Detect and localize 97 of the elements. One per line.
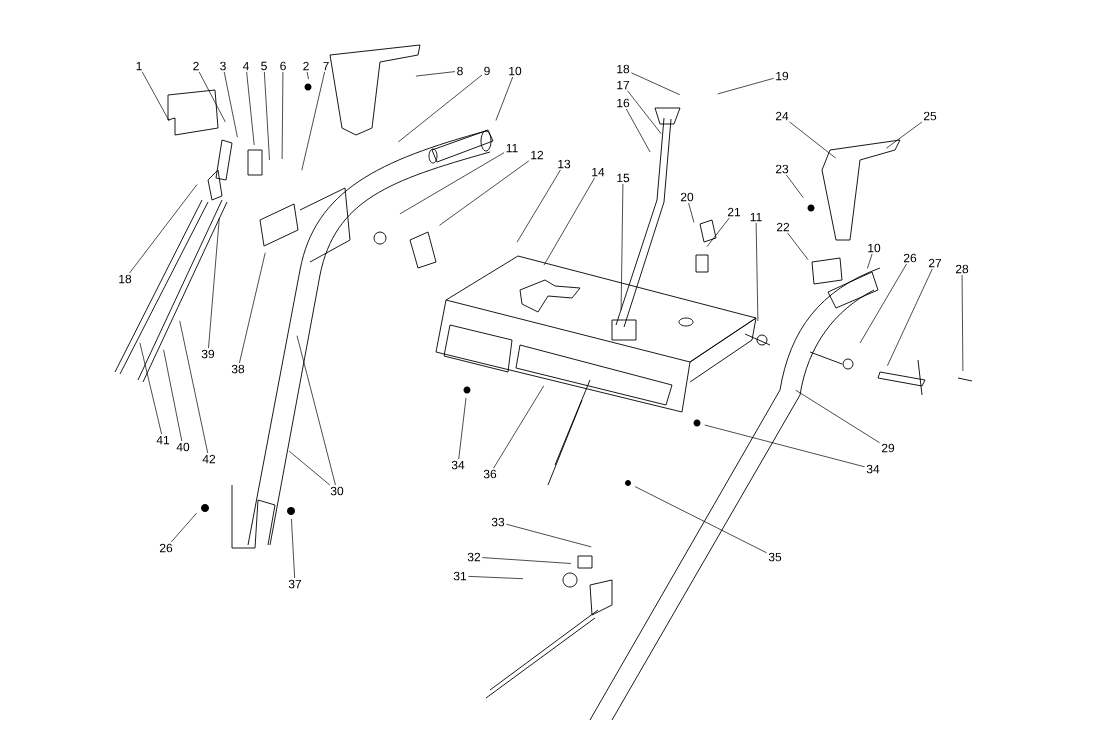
leader-line	[506, 523, 592, 548]
leader-line	[859, 263, 907, 344]
leader-line	[163, 349, 183, 442]
leader-line	[620, 183, 624, 311]
leader-line	[198, 71, 226, 123]
callout-number: 13	[558, 159, 571, 169]
leader-line	[397, 74, 483, 143]
callout-number: 16	[617, 98, 630, 108]
leader-line	[789, 121, 837, 159]
callout-number: 21	[727, 207, 741, 217]
callout-number: 27	[928, 258, 942, 268]
leader-line	[688, 202, 695, 223]
callout-number: 38	[231, 364, 245, 374]
leader-line	[634, 486, 767, 554]
leader-line	[468, 576, 524, 580]
leader-line	[627, 90, 662, 135]
callout-number: 11	[506, 143, 518, 153]
leader-line	[179, 320, 209, 454]
leader-line	[961, 274, 964, 372]
leader-line	[301, 71, 325, 171]
leader-line	[291, 518, 296, 579]
leader-line	[717, 78, 774, 95]
callout-number: 11	[750, 212, 762, 222]
callout-number: 2	[193, 61, 199, 71]
callout-number: 41	[156, 435, 170, 445]
callout-number: 34	[866, 464, 880, 474]
leader-line	[170, 512, 198, 543]
leader-line	[704, 424, 865, 468]
leader-line	[246, 71, 255, 146]
callout-number: 34	[451, 460, 465, 470]
callout-number: 1	[136, 61, 142, 71]
leader-line	[543, 177, 595, 266]
leader-line	[625, 108, 651, 153]
leader-line	[264, 71, 270, 161]
callout-number: 17	[617, 80, 630, 90]
callout-number: 39	[201, 349, 215, 359]
leader-line	[516, 169, 561, 243]
callout-number: 40	[176, 442, 190, 452]
leader-line	[867, 253, 873, 269]
callout-number: 14	[592, 167, 605, 177]
leader-line	[886, 121, 923, 149]
leader-line	[458, 397, 467, 460]
callout-number: 20	[680, 192, 694, 202]
leader-line	[281, 71, 284, 160]
leader-line	[795, 389, 880, 444]
callout-number: 9	[484, 66, 490, 76]
leader-line	[631, 72, 681, 96]
callout-number: 22	[776, 222, 790, 232]
leader-line	[787, 232, 809, 261]
callout-number: 33	[491, 517, 505, 527]
callout-number: 2	[303, 61, 309, 71]
callout-number: 37	[288, 579, 302, 589]
callout-number: 8	[457, 66, 463, 76]
callout-number: 10	[868, 243, 881, 253]
callout-number: 26	[159, 543, 173, 553]
leader-line	[399, 152, 505, 215]
callout-number: 12	[531, 150, 544, 160]
leader-line	[139, 342, 162, 435]
leader-line	[439, 160, 530, 226]
leader-line	[208, 217, 220, 349]
leader-line	[239, 252, 266, 364]
leader-line	[755, 222, 759, 322]
callout-number: 26	[903, 253, 917, 263]
callout-number: 32	[467, 552, 481, 562]
callout-number: 30	[330, 486, 344, 496]
callout-number: 18	[617, 64, 630, 74]
callout-number: 24	[775, 111, 789, 121]
callout-number: 18	[119, 274, 132, 284]
callout-number: 19	[776, 71, 789, 81]
leader-line	[129, 184, 198, 274]
callout-number: 4	[242, 61, 249, 71]
leader-line	[786, 174, 804, 198]
callout-number: 3	[220, 61, 226, 71]
leader-line	[296, 335, 336, 486]
leader-line	[482, 557, 572, 564]
callout-number: 23	[775, 164, 789, 174]
callout-number: 10	[509, 66, 522, 76]
callout-number: 7	[323, 61, 329, 71]
callout-number: 31	[453, 571, 467, 581]
callout-number: 28	[955, 264, 969, 274]
leader-line	[306, 71, 309, 80]
callout-number: 29	[881, 443, 895, 453]
leader-line	[288, 450, 331, 486]
callout-number: 15	[617, 173, 630, 183]
leader-line	[415, 71, 456, 77]
leader-line	[887, 268, 933, 367]
leader-line	[706, 217, 730, 248]
leader-line	[223, 71, 238, 138]
callout-number: 5	[261, 61, 267, 71]
leader-line	[493, 385, 545, 469]
callout-number: 36	[483, 469, 497, 479]
callout-number: 42	[202, 454, 216, 464]
leader-line	[141, 71, 170, 122]
callout-number: 35	[768, 552, 782, 562]
callout-number: 25	[923, 111, 937, 121]
callout-number: 6	[280, 61, 286, 71]
leader-line	[495, 76, 514, 121]
